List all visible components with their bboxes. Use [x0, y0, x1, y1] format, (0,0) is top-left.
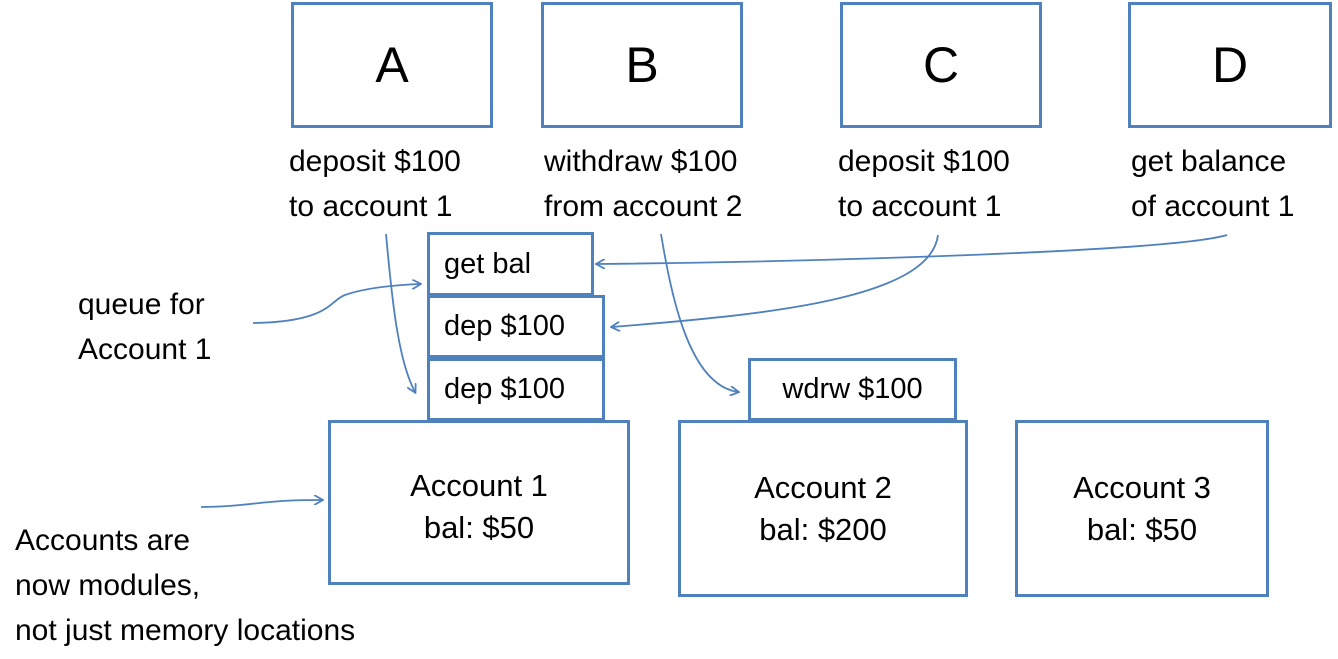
- account-3-name: Account 3: [1073, 469, 1211, 505]
- account-2-module: Account 2 bal: $200: [678, 420, 968, 597]
- arrow-modules-note: [200, 500, 322, 508]
- thread-a-operation-line2: to account 1: [289, 190, 453, 223]
- account-1-module: Account 1 bal: $50: [328, 420, 630, 585]
- account-1-balance: bal: $50: [423, 510, 535, 545]
- modules-note-line2: now modules,: [15, 569, 201, 602]
- thread-name-b: B: [625, 37, 659, 93]
- thread-c-operation-line1: deposit $100: [838, 145, 1010, 178]
- arrow-thread-b-to-queue: [660, 233, 738, 392]
- account-2-name: Account 2: [754, 469, 892, 505]
- thread-name-a: A: [375, 37, 409, 93]
- thread-name-d: D: [1211, 37, 1249, 93]
- modules-note: Accounts are now modules, not just memor…: [15, 518, 355, 653]
- thread-b-operation-line2: from account 2: [544, 190, 743, 223]
- queue-item-label: dep $100: [444, 310, 565, 342]
- thread-c-operation: deposit $100 to account 1: [838, 139, 1010, 229]
- account-2-balance: bal: $200: [759, 511, 887, 547]
- thread-a-operation: deposit $100 to account 1: [289, 139, 461, 229]
- account-3-module: Account 3 bal: $50: [1015, 420, 1269, 597]
- thread-c-operation-line2: to account 1: [838, 190, 1002, 223]
- thread-a-operation-line1: deposit $100: [289, 145, 461, 178]
- queue-item-get-balance: get bal: [427, 232, 594, 296]
- queue-item-withdraw: wdrw $100: [748, 358, 957, 421]
- thread-b-operation-line1: withdraw $100: [544, 145, 738, 178]
- account-1-name: Account 1: [410, 468, 548, 503]
- thread-d-operation: get balance of account 1: [1131, 139, 1294, 229]
- arrow-thread-c-to-queue: [612, 234, 939, 327]
- thread-d-operation-line2: of account 1: [1131, 190, 1295, 223]
- modules-note-line1: Accounts are: [15, 524, 191, 557]
- arrow-queue-annotation: [252, 284, 420, 324]
- queue-annotation: queue for Account 1: [78, 282, 211, 372]
- queue-annotation-line1: queue for: [78, 288, 205, 321]
- thread-box-b: B: [541, 2, 743, 128]
- thread-box-d: D: [1128, 2, 1332, 128]
- thread-d-operation-line1: get balance: [1131, 145, 1287, 178]
- thread-b-operation: withdraw $100 from account 2: [544, 139, 742, 229]
- queue-annotation-line2: Account 1: [78, 333, 212, 366]
- thread-box-c: C: [840, 2, 1042, 128]
- account-3-balance: bal: $50: [1086, 511, 1198, 547]
- queue-item-deposit-c: dep $100: [427, 295, 605, 358]
- thread-box-a: A: [291, 2, 493, 128]
- modules-note-line3: not just memory locations: [15, 614, 356, 647]
- queue-item-label: get bal: [444, 247, 532, 280]
- queue-item-label: wdrw $100: [782, 373, 923, 405]
- arrow-thread-a-to-queue: [385, 233, 415, 392]
- queue-item-label: dep $100: [444, 373, 565, 405]
- thread-name-c: C: [922, 37, 960, 93]
- arrow-thread-d-to-queue: [597, 234, 1228, 264]
- queue-item-deposit-a: dep $100: [427, 358, 605, 421]
